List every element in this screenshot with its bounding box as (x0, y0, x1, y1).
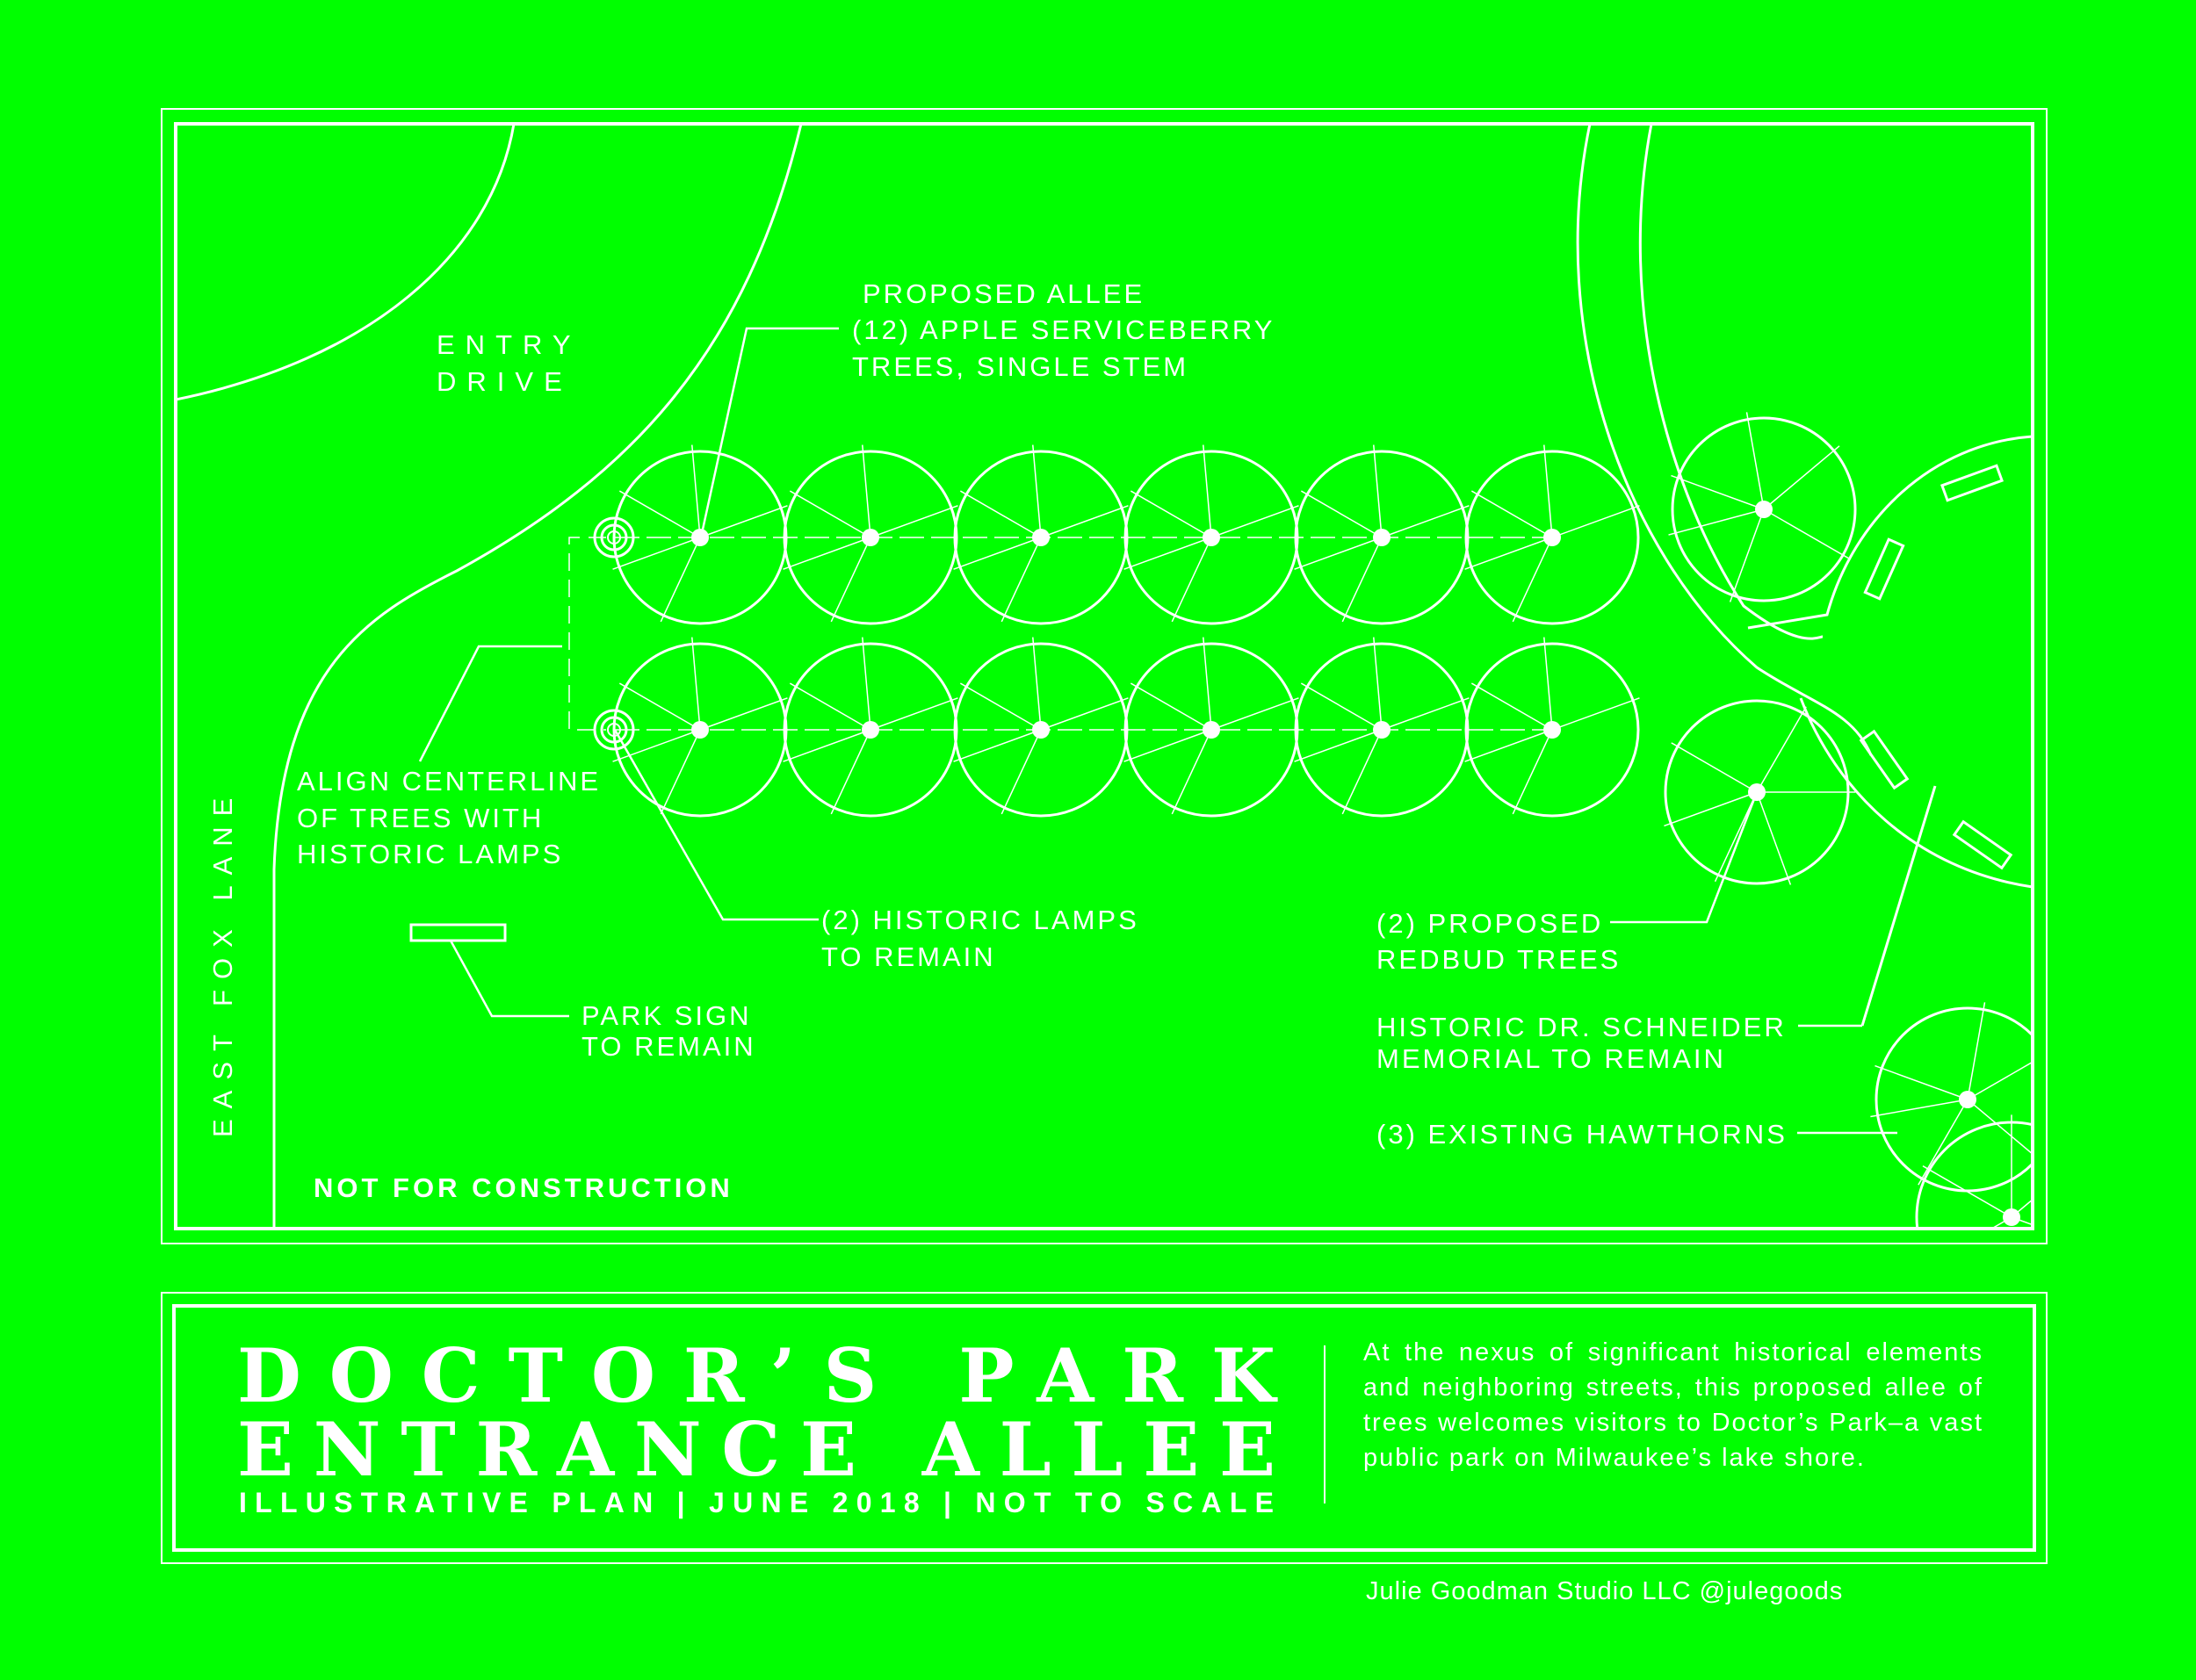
tree-canopy-icon (1870, 1002, 2033, 1193)
allee-centerlines (568, 537, 1555, 731)
memorial-label: MEMORIAL TO REMAIN (1376, 1043, 1726, 1074)
tree-canopy-icon (1915, 1114, 2033, 1229)
tree-canopy-icon (612, 444, 788, 625)
allee-leader (699, 327, 839, 538)
title-line-2: ENTRANCE ALLEE (237, 1406, 1275, 1493)
tree-layer (612, 412, 2033, 1229)
allee-label: (12) APPLE SERVICEBERRY (852, 314, 1275, 345)
align-label: HISTORIC LAMPS (297, 839, 563, 869)
tree-canopy-icon (1294, 444, 1470, 625)
plaza-arc-lower (1799, 697, 2033, 889)
sign-leader (449, 940, 569, 1018)
bench-icon (1940, 464, 2005, 502)
redbud-label: REDBUD TREES (1376, 944, 1621, 975)
lamps-label: (2) HISTORIC LAMPS (821, 905, 1139, 935)
plaza-arc-upper (1747, 435, 2033, 630)
plan-frame (161, 108, 2048, 1244)
lamps-label: TO REMAIN (821, 941, 996, 972)
align-label: ALIGN CENTERLINE (297, 766, 601, 797)
entry-drive-label: ENTRY (437, 329, 582, 360)
tree-canopy-icon (1123, 637, 1299, 818)
allee-label: TREES, SINGLE STEM (852, 351, 1188, 382)
allee-label: PROPOSED ALLEE (863, 278, 1145, 309)
plan-labels: ENTRY DRIVE PROPOSED ALLEE (12) APPLE SE… (207, 278, 1788, 1203)
tree-canopy-icon (953, 444, 1129, 625)
tree-canopy-icon (783, 444, 958, 625)
entry-drive-label: DRIVE (437, 366, 573, 397)
tree-canopy-icon (783, 637, 958, 818)
hawthorns-label: (3) EXISTING HAWTHORNS (1376, 1119, 1788, 1150)
tree-canopy-icon (1668, 412, 1857, 602)
redbud-label: (2) PROPOSED (1376, 908, 1603, 939)
historic-lamp-icon (593, 709, 635, 751)
bench-icon (1859, 729, 1910, 790)
tree-canopy-icon (612, 637, 788, 818)
bench-icon (1952, 819, 2013, 870)
lamps-leader (613, 729, 819, 921)
not-for-construction-label: NOT FOR CONSTRUCTION (314, 1172, 733, 1203)
path-curve-2 (1638, 124, 1824, 640)
site-linework (176, 124, 2033, 1229)
tree-canopy-icon (1294, 637, 1470, 818)
drive-curb-upper (176, 124, 516, 401)
sign-label: PARK SIGN (582, 1000, 752, 1031)
benches (1859, 464, 2013, 870)
path-curve-1 (1576, 124, 1873, 756)
historic-lamp-icon (593, 516, 635, 559)
leader-lines (418, 327, 1897, 1135)
title-block: DOCTOR’S PARK ENTRANCE ALLEE ILLUSTRATIV… (237, 1332, 1326, 1518)
align-leader (418, 645, 562, 762)
tree-canopy-icon (1464, 444, 1640, 625)
tree-canopy-icon (1464, 637, 1640, 818)
memorial-leader (1860, 785, 1937, 1027)
memorial-label: HISTORIC DR. SCHNEIDER (1376, 1012, 1787, 1042)
studio-credit: Julie Goodman Studio LLC @julegoods (1366, 1577, 1844, 1605)
tree-canopy-icon (953, 637, 1129, 818)
redbud-leader (1610, 791, 1759, 924)
street-label: EAST FOX LANE (207, 788, 238, 1137)
bench-icon (1863, 537, 1905, 601)
project-description: At the nexus of significant historical e… (1363, 1338, 1983, 1472)
historic-lamps (593, 516, 635, 751)
park-sign-icon (409, 923, 507, 942)
align-label: OF TREES WITH (297, 803, 544, 833)
tree-canopy-icon (1664, 699, 1856, 885)
sign-label: TO REMAIN (582, 1031, 756, 1062)
drive-curb-lower (272, 124, 803, 1229)
tree-canopy-icon (1123, 444, 1299, 625)
title-frame (161, 1292, 2048, 1564)
